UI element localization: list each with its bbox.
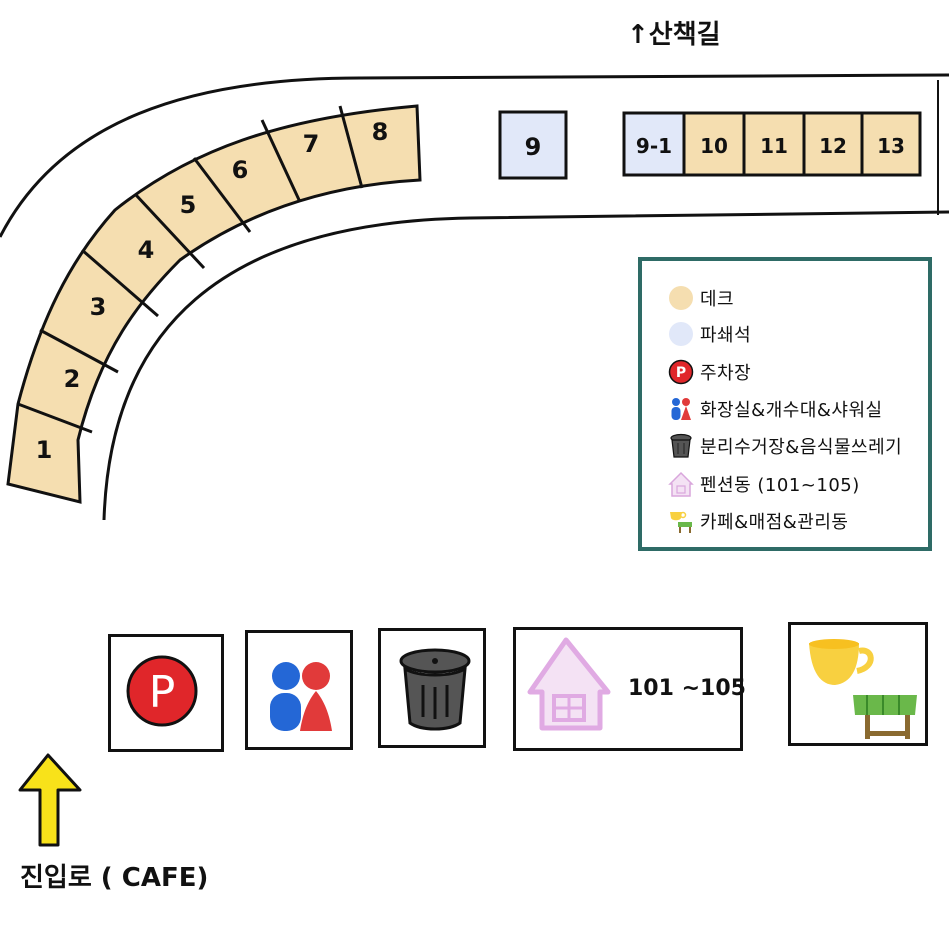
trash-can-icon bbox=[399, 648, 471, 731]
curve-site-divider bbox=[17, 402, 93, 434]
curve-deck-band bbox=[6, 104, 422, 504]
legend-label: 화장실&개수대&샤워실 bbox=[700, 400, 883, 421]
pension-house-icon bbox=[668, 471, 694, 497]
legend-item-restroom: 화장실&개수대&샤워실 bbox=[668, 394, 883, 424]
site-11-box[interactable] bbox=[742, 111, 806, 177]
entrance-label: 진입로 ( CAFE) bbox=[20, 863, 209, 893]
restroom-icon bbox=[668, 396, 694, 422]
curve-site-divider bbox=[81, 248, 159, 318]
site-1-label[interactable]: 1 bbox=[36, 436, 53, 464]
svg-text:P: P bbox=[676, 365, 686, 381]
road-outer-edge bbox=[0, 73, 949, 238]
site-6-label[interactable]: 6 bbox=[232, 156, 249, 184]
site-3-label[interactable]: 3 bbox=[90, 293, 107, 321]
legend-item-pavilion: 파쇄석 bbox=[668, 319, 751, 349]
site-5-label[interactable]: 5 bbox=[180, 191, 197, 219]
site-2-label[interactable]: 2 bbox=[64, 365, 81, 393]
trash-facility[interactable] bbox=[378, 628, 486, 748]
site-12-label: 12 bbox=[819, 134, 847, 158]
restroom-icon bbox=[270, 662, 332, 731]
curve-site-divider bbox=[192, 157, 252, 233]
site-9-label: 9 bbox=[525, 133, 542, 161]
curve-site-divider bbox=[39, 328, 119, 374]
site-9-1-label: 9-1 bbox=[636, 134, 672, 158]
legend-item-deck: 데크 bbox=[668, 283, 734, 313]
site-10-box[interactable] bbox=[682, 111, 746, 177]
cafe-facility[interactable] bbox=[788, 622, 928, 746]
cafe-icon bbox=[668, 508, 694, 534]
cafe-icon bbox=[809, 639, 917, 739]
pension-facility[interactable] bbox=[513, 627, 743, 751]
pavilion-dot-icon bbox=[668, 321, 694, 347]
site-9-box[interactable] bbox=[498, 110, 568, 180]
site-13-label: 13 bbox=[877, 134, 905, 158]
parking-facility[interactable]: P bbox=[108, 634, 224, 752]
entrance-arrow-icon bbox=[18, 753, 82, 847]
legend-label: 펜션동 (101~105) bbox=[700, 475, 860, 496]
legend-item-trash: 분리수거장&음식물쓰레기 bbox=[668, 431, 902, 461]
legend-item-parking: P 주차장 bbox=[668, 357, 751, 387]
legend-label: 분리수거장&음식물쓰레기 bbox=[700, 437, 903, 458]
road-inner-edge bbox=[102, 210, 949, 521]
deck-dot-icon bbox=[668, 285, 694, 311]
parking-letter: P bbox=[149, 667, 176, 718]
site-9-1-box[interactable] bbox=[622, 111, 686, 177]
legend-label: 카페&매점&관리동 bbox=[700, 512, 849, 533]
pension-house-icon bbox=[527, 637, 611, 731]
legend-label: 주차장 bbox=[700, 363, 752, 384]
curve-site-divider bbox=[338, 105, 364, 189]
site-7-label[interactable]: 7 bbox=[303, 130, 320, 158]
site-4-label[interactable]: 4 bbox=[138, 236, 155, 264]
curve-site-divider bbox=[260, 119, 302, 203]
legend-item-pension: 펜션동 (101~105) bbox=[668, 469, 860, 499]
trash-can-icon bbox=[668, 433, 694, 459]
site-11-label: 11 bbox=[760, 134, 788, 158]
curve-site-divider bbox=[134, 193, 206, 270]
site-8-label[interactable]: 8 bbox=[372, 118, 389, 146]
legend-label: 파쇄석 bbox=[700, 325, 752, 346]
restroom-facility[interactable] bbox=[245, 630, 353, 750]
trail-label: ↑산책길 bbox=[627, 20, 721, 50]
parking-icon: P bbox=[668, 359, 694, 385]
site-10-label: 10 bbox=[700, 134, 728, 158]
legend-label: 데크 bbox=[700, 289, 735, 310]
parking-icon: P bbox=[126, 655, 198, 727]
pension-range-label: 101 ~105 bbox=[628, 676, 746, 701]
site-13-box[interactable] bbox=[860, 111, 922, 177]
map-legend: 데크 파쇄석 P 주차장 화장실&개수대&샤워실 분리수거장&음식물쓰레기 펜션… bbox=[638, 257, 932, 551]
legend-item-cafe: 카페&매점&관리동 bbox=[668, 506, 849, 536]
site-12-box[interactable] bbox=[802, 111, 864, 177]
